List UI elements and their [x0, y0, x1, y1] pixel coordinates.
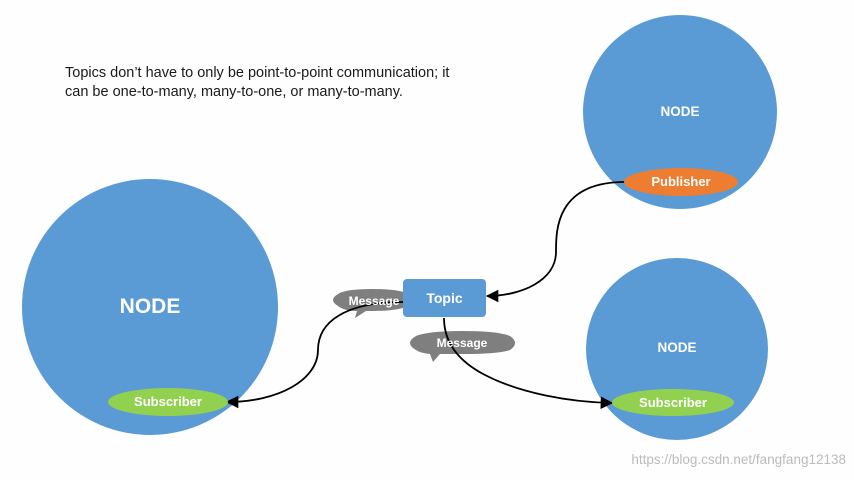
watermark-url: https://blog.csdn.net/fangfang12138 — [631, 452, 846, 467]
arrow-publisher-to-topic — [485, 181, 626, 303]
arrow-topic-to-right-subscriber — [443, 317, 614, 410]
message-bubble-left — [333, 289, 408, 318]
arrow-topic-to-left-subscriber — [225, 301, 405, 409]
caption-text: Topics don’t have to only be point-to-po… — [65, 64, 505, 102]
message-label-left: Message — [348, 294, 400, 308]
caption-line-1: Topics don’t have to only be point-to-po… — [65, 65, 450, 81]
subscriber-node-label: NODE — [119, 295, 181, 318]
subscriber-pill-right: Subscriber — [612, 389, 734, 416]
message-bubble-right — [410, 331, 515, 362]
topic-box: Topic — [403, 279, 486, 317]
publisher-node-label: NODE — [660, 104, 700, 119]
subscriber-pill-left: Subscriber — [108, 388, 228, 416]
caption-line-2: can be one-to-many, many-to-one, or many… — [65, 84, 403, 100]
second-subscriber-node-label: NODE — [657, 340, 697, 355]
message-label-right: Message — [436, 336, 488, 350]
publisher-pill: Publisher — [624, 168, 738, 196]
